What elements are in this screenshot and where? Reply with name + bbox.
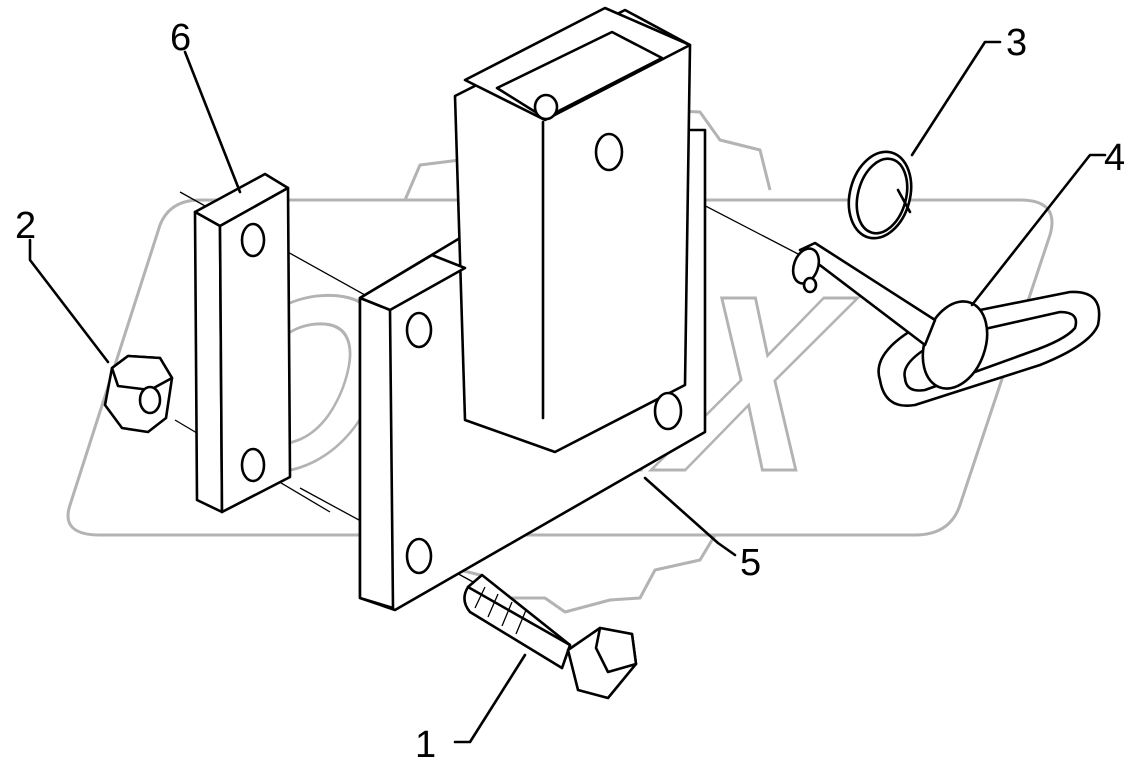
- hex-nut: [103, 354, 174, 434]
- callout-6: 6: [170, 17, 191, 59]
- callout-labels: 1 2 3 4 5 6: [15, 17, 1125, 766]
- callout-4: 4: [1104, 137, 1125, 179]
- spring-clip: [847, 150, 913, 240]
- lynch-pin: [791, 241, 1101, 408]
- callout-5: 5: [740, 542, 761, 584]
- callout-3: 3: [1006, 22, 1027, 64]
- hex-bolt: [463, 573, 638, 700]
- callout-1: 1: [415, 724, 436, 766]
- leader-lines: [28, 40, 1107, 744]
- spacer-bar: [193, 172, 292, 514]
- plate-with-tube: [358, 6, 707, 612]
- callout-2: 2: [15, 205, 36, 247]
